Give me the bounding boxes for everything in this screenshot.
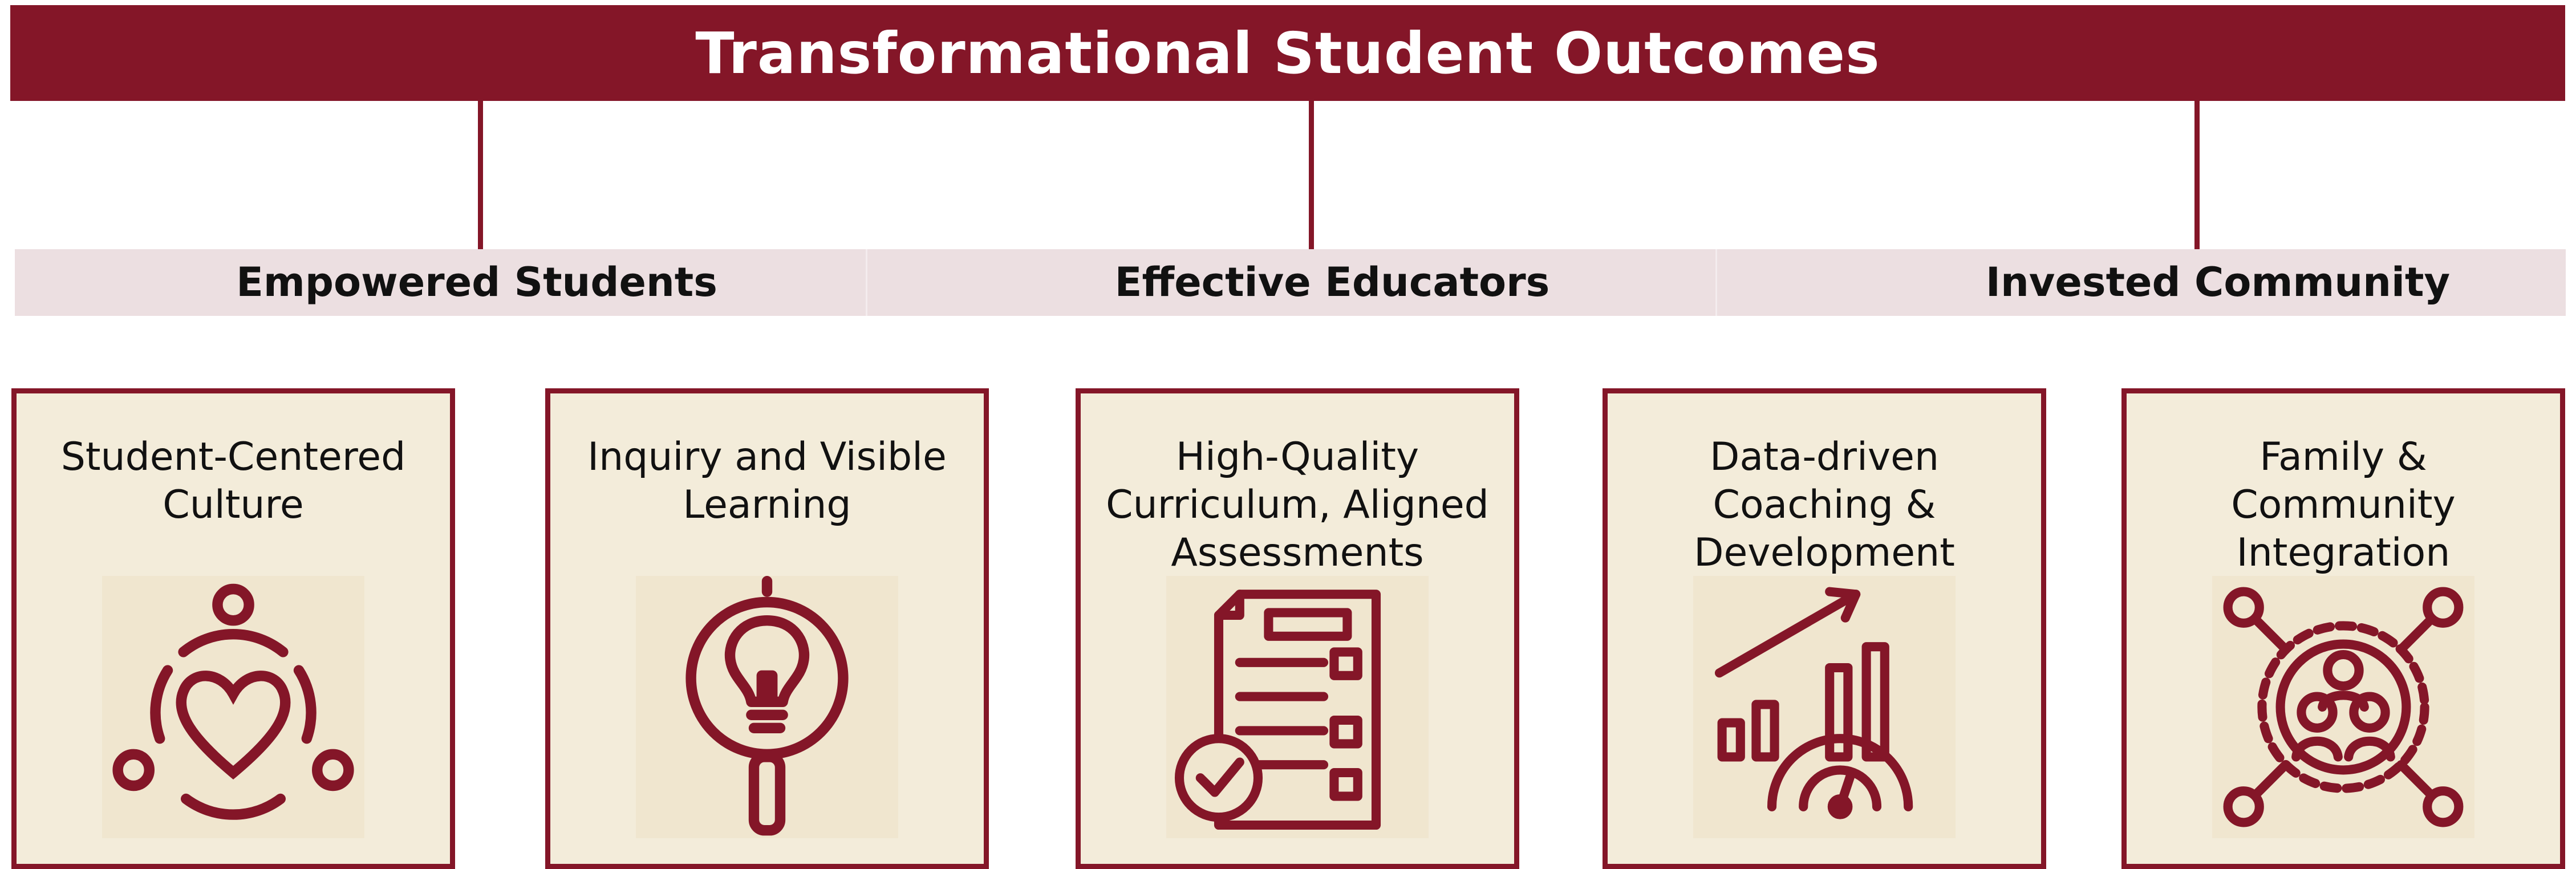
card-family-community-integration: Family & Community Integration: [2121, 388, 2565, 869]
lightbulb-magnifier-icon: [636, 576, 898, 838]
band-divider: [1715, 249, 1717, 316]
card-title: Family & Community Integration: [2231, 434, 2456, 575]
connector-line-educators: [1309, 101, 1314, 249]
pillar-label-invested-community: Invested Community: [1985, 259, 2451, 306]
checklist-document-icon: [1166, 576, 1429, 838]
card-title: Data-driven Coaching & Development: [1694, 434, 1955, 575]
card-title: Inquiry and Visible Learning: [587, 434, 947, 527]
pillar-label-effective-educators: Effective Educators: [1114, 259, 1550, 306]
card-data-driven-coaching: Data-driven Coaching & Development: [1603, 388, 2046, 869]
card-high-quality-curriculum: High-Quality Curriculum, Aligned Assessm…: [1076, 388, 1519, 869]
banner-title: Transformational Student Outcomes: [695, 19, 1880, 87]
connector-line-community: [2194, 101, 2200, 249]
band-divider: [866, 249, 867, 316]
outcomes-banner: Transformational Student Outcomes: [10, 5, 2565, 101]
community-network-icon: [2212, 576, 2474, 838]
pillar-label-empowered-students: Empowered Students: [236, 259, 717, 306]
connector-line-students: [478, 101, 483, 249]
card-title: Student-Centered Culture: [60, 434, 406, 527]
heart-circle-people-icon: [102, 576, 364, 838]
pillar-band: [15, 249, 2566, 316]
card-inquiry-visible-learning: Inquiry and Visible Learning: [545, 388, 989, 869]
growth-chart-gauge-icon: [1693, 576, 1956, 838]
card-student-centered-culture: Student-Centered Culture: [11, 388, 455, 869]
card-title: High-Quality Curriculum, Aligned Assessm…: [1106, 434, 1489, 575]
